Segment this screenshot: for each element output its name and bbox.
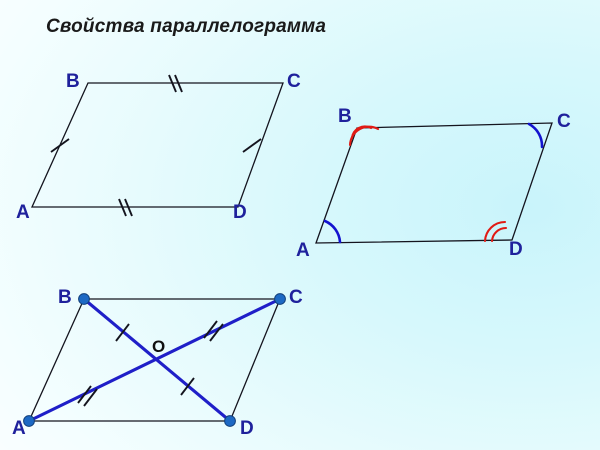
angle-arc-a-acute-blue (323, 219, 342, 244)
figure-diagonals-bisect (23, 293, 286, 427)
vertex-label-a-fig2: A (296, 240, 310, 261)
tick-mark-ao-double (77, 385, 98, 407)
vertex-label-c-fig1: C (287, 71, 301, 92)
tick-mark-ab-single (50, 138, 70, 153)
tick-mark-bc-double (168, 74, 183, 93)
vertex-label-b-fig3: B (58, 287, 72, 308)
vertex-label-d-fig1: D (233, 202, 247, 223)
vertex-label-d-fig2: D (509, 239, 523, 260)
vertex-label-c-fig3: C (289, 287, 303, 308)
vertex-dot-b (78, 293, 90, 305)
tick-mark-od-single (180, 377, 195, 396)
parallelogram-outline-1 (30, 82, 284, 208)
angle-arc-b-obtuse-red (348, 125, 380, 147)
vertex-label-a-fig3: A (12, 418, 26, 439)
vertex-label-d-fig3: D (240, 418, 254, 439)
diagonal-ac (27, 297, 282, 423)
vertex-dot-a (23, 415, 35, 427)
figure-equal-opposite-sides (30, 74, 284, 217)
angle-arc-d-obtuse-red (483, 220, 508, 243)
vertex-label-c-fig2: C (557, 111, 571, 132)
center-point-label-o: O (152, 337, 166, 356)
tick-mark-cd-single (242, 138, 262, 153)
angle-arc-c-acute-blue (527, 122, 544, 149)
vertex-dot-c (274, 293, 286, 305)
tick-mark-bo-single (115, 323, 130, 342)
vertex-label-b-fig1: B (66, 71, 80, 92)
parallelogram-outline-2 (315, 122, 553, 244)
tick-mark-oc-double (203, 320, 224, 342)
page-title: Свойства параллелограмма (46, 16, 327, 37)
vertex-label-a-fig1: A (16, 202, 30, 223)
vertex-dot-d (224, 415, 236, 427)
figure-equal-opposite-angles (315, 122, 553, 244)
tick-mark-ad-double (118, 198, 133, 217)
vertex-label-b-fig2: B (338, 106, 352, 127)
